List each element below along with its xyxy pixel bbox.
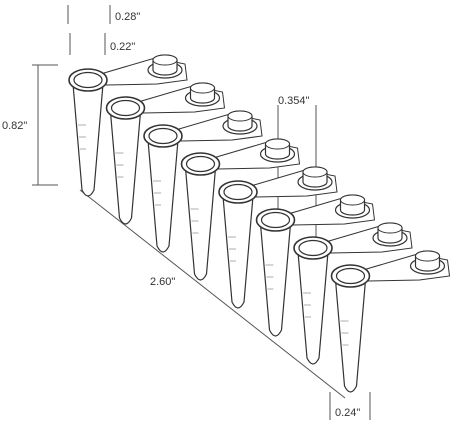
tube-rim-inner [73, 71, 103, 89]
tube-height-label: 0.82" [2, 120, 27, 132]
tube-rim-inner [260, 211, 291, 229]
cap-top [377, 222, 403, 234]
tube-body [222, 195, 254, 309]
cap-top [265, 138, 290, 150]
tube-rim-inner [298, 239, 328, 257]
tube-rim-inner [110, 99, 141, 117]
tube-body [297, 251, 329, 365]
tube-body [334, 279, 367, 393]
rim-width-label: 0.22" [110, 41, 135, 53]
cap-top [152, 54, 178, 66]
tube-rim-inner [335, 267, 366, 285]
tube-body [184, 167, 217, 281]
tube-3 [143, 110, 263, 253]
tube-body [259, 223, 292, 337]
tube-strip [68, 54, 451, 393]
tube-body [147, 139, 179, 253]
cap-top [190, 82, 215, 94]
tube-rim-inner [223, 183, 253, 201]
tube-1 [68, 54, 188, 197]
strip-length-line [79, 189, 346, 399]
tube-rim-inner [185, 155, 216, 173]
tube-7 [293, 222, 413, 365]
tube-pitch-label: 0.354" [278, 95, 310, 107]
tube-body [109, 111, 142, 225]
tube-body [72, 83, 104, 197]
tube-5 [218, 166, 338, 309]
cap-top [302, 166, 328, 178]
tube-2 [105, 82, 226, 225]
tube-rim-inner [148, 127, 178, 145]
cap-width-label: 0.28" [115, 11, 140, 23]
cap-top [340, 194, 365, 206]
strip-length-label: 2.60" [150, 276, 175, 288]
tube-6 [255, 194, 376, 337]
cap-top [227, 110, 253, 122]
tube-8 [330, 250, 451, 393]
tube-4 [180, 138, 301, 281]
cap-top [415, 250, 440, 262]
tip-width-label: 0.24" [335, 407, 360, 419]
